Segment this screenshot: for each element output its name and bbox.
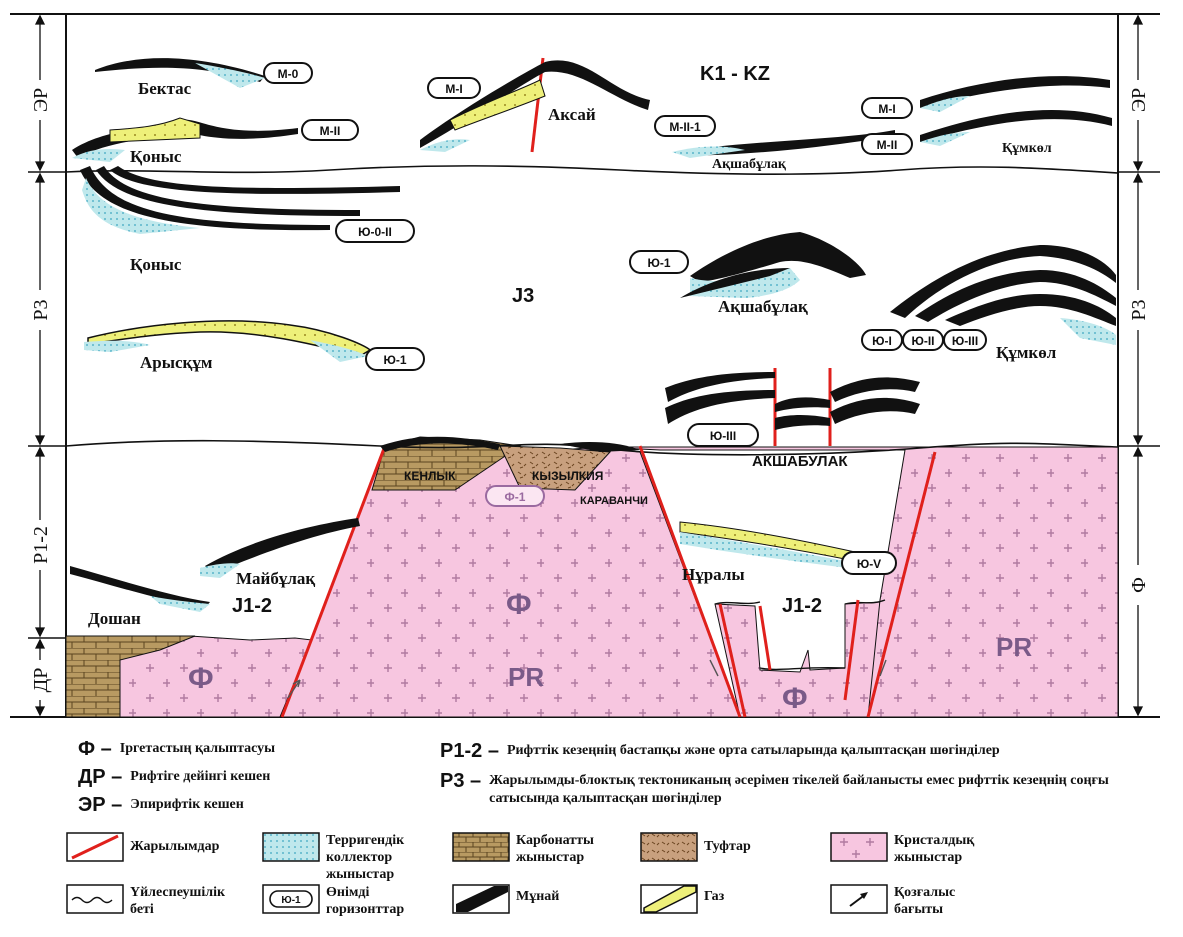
- field-label-akshabulak-caps: АКШАБУЛАК: [752, 453, 848, 470]
- legend-key-faults: Жарылымдар: [66, 832, 219, 862]
- movement-direction-icon: [830, 884, 888, 914]
- legend-def-p12: P1-2 – Рифттік кезеңнің бастапқы және ор…: [440, 740, 1160, 763]
- legend-key-carbonate: Карбонатты жыныстар: [452, 832, 622, 866]
- horizon-m1-aksai: М-I: [428, 78, 480, 98]
- basement-label-pr-center: PR: [508, 662, 544, 692]
- field-label-kumkol-upper: Құмкөл: [1002, 141, 1052, 156]
- legend-key-gas: Газ: [640, 884, 724, 914]
- legend-key-terrigenous: Терригендік коллектор жыныстар: [262, 832, 432, 883]
- field-label-nuraly: Нұралы: [682, 565, 745, 584]
- svg-text:Ю-0-II: Ю-0-II: [358, 225, 392, 239]
- tuff-icon: [640, 832, 698, 862]
- horizon-u1-aryskum: Ю-1: [366, 348, 424, 370]
- unconformity-surface-icon: [66, 884, 124, 914]
- crystalline-rock-icon: [830, 832, 888, 862]
- svg-text:Ю-III: Ю-III: [710, 429, 736, 443]
- side-label-left-mid: P3: [30, 299, 52, 320]
- gas-icon: [640, 884, 698, 914]
- field-label-dosan: Дошан: [88, 609, 141, 628]
- field-label-kenlyk: КЕНЛЫК: [404, 469, 456, 483]
- svg-text:Ю-1: Ю-1: [647, 256, 670, 270]
- field-label-aryskum: Арысқұм: [140, 353, 213, 372]
- age-label-middle: J3: [512, 285, 534, 307]
- side-label-right-top: ЭР: [1128, 88, 1150, 112]
- svg-text:М-II: М-II: [877, 138, 898, 152]
- field-label-aksai: Аксай: [548, 105, 596, 124]
- field-label-konys-mid: Қоныс: [130, 255, 182, 274]
- horizon-u1-kumkol: Ю-I: [862, 330, 902, 350]
- middle-zone-bodies: [80, 166, 1116, 430]
- horizon-u1-akshabulak: Ю-1: [630, 251, 688, 273]
- svg-text:Ф-1: Ф-1: [505, 490, 526, 504]
- horizon-u3-kumkol: Ю-III: [944, 330, 986, 350]
- horizon-m2-konys: М-II: [302, 120, 358, 140]
- side-label-left-bottom: ДР: [30, 668, 52, 693]
- svg-text:М-II-1: М-II-1: [669, 120, 701, 134]
- left-age-scale: [36, 16, 44, 715]
- field-label-karavanchi: КАРАВАНЧИ: [580, 495, 648, 507]
- svg-text:М-I: М-I: [878, 102, 895, 116]
- horizon-f1: Ф-1: [486, 486, 544, 506]
- geological-cross-section: ЭР P3 P1-2 ДР ЭР P3 Ф: [0, 0, 1183, 730]
- field-label-kyzylkiya: КЫЗЫЛКИЯ: [532, 469, 603, 483]
- basement-label-f-left: Ф: [188, 662, 214, 695]
- svg-text:Ю-1: Ю-1: [281, 895, 301, 906]
- age-label-lower-left: J1-2: [232, 595, 272, 617]
- side-label-right-mid: P3: [1128, 299, 1150, 320]
- svg-text:М-0: М-0: [278, 67, 299, 81]
- side-label-left-top: ЭР: [30, 88, 52, 112]
- terrigenous-reservoir-icon: [262, 832, 320, 862]
- productive-horizon-icon: Ю-1: [262, 884, 320, 914]
- basement-label-pr-right: PR: [996, 632, 1032, 662]
- field-label-maibulak: Майбұлақ: [236, 569, 315, 588]
- horizon-u0-2: Ю-0-II: [336, 220, 414, 242]
- age-label-upper: K1 - KZ: [700, 63, 770, 85]
- basement-label-f-center: Ф: [506, 588, 532, 621]
- svg-text:Ю-II: Ю-II: [911, 334, 934, 348]
- side-label-left-low: P1-2: [30, 526, 52, 564]
- legend-key-unconformity: Үйлеспеушілік беті: [66, 884, 246, 918]
- oil-icon: [452, 884, 510, 914]
- side-label-right-low: Ф: [1128, 577, 1150, 593]
- svg-text:Ю-I: Ю-I: [872, 334, 892, 348]
- horizon-u2-kumkol: Ю-II: [903, 330, 943, 350]
- right-age-scale: [1134, 16, 1142, 715]
- horizon-m2-kumkol: М-II: [862, 134, 912, 154]
- horizon-m0: М-0: [264, 63, 312, 83]
- svg-text:Ю-V: Ю-V: [857, 557, 881, 571]
- horizon-u3-akshabulak: Ю-III: [688, 424, 758, 446]
- fault-line-icon: [66, 832, 124, 862]
- horizon-m2-1: М-II-1: [655, 116, 715, 136]
- svg-text:М-I: М-I: [445, 82, 462, 96]
- legend-key-tuff: Туфтар: [640, 832, 751, 862]
- field-label-akshabulak-mid: Ақшабұлақ: [718, 297, 808, 316]
- svg-text:Ю-III: Ю-III: [952, 334, 978, 348]
- legend-def-er: ЭР – Эпирифтік кешен: [78, 794, 244, 817]
- legend: Ф – Іргетастың қалыптасуы ДР – Рифтіге д…: [0, 730, 1183, 937]
- legend-key-oil: Мұнай: [452, 884, 559, 914]
- field-label-bektas: Бектас: [138, 79, 192, 98]
- field-label-kumkol-mid: Құмкөл: [996, 343, 1057, 362]
- legend-def-dr: ДР – Рифтіге дейінгі кешен: [78, 766, 270, 789]
- age-label-lower-right: J1-2: [782, 595, 822, 617]
- unconformity-upper: [66, 166, 1118, 174]
- field-label-konys-upper: Қоныс: [130, 147, 182, 166]
- legend-key-productive: Ю-1 Өнімді горизонттар: [262, 884, 442, 918]
- field-label-akshabulak-upper: Ақшабұлақ: [712, 157, 787, 172]
- horizon-u5: Ю-V: [842, 552, 896, 574]
- legend-key-movement: Қозғалыс бағыты: [830, 884, 1030, 918]
- basement-label-f-graben: Ф: [782, 682, 808, 715]
- legend-def-p3: P3 – Жарылымды-блоктық тектониканың әсер…: [440, 770, 1140, 808]
- svg-text:Ю-1: Ю-1: [383, 353, 406, 367]
- carbonate-rock-icon: [452, 832, 510, 862]
- legend-def-f: Ф – Іргетастың қалыптасуы: [78, 738, 275, 761]
- horizon-m1-kumkol: М-I: [862, 98, 912, 118]
- legend-key-crystalline: Кристалдық жыныстар: [830, 832, 1030, 866]
- svg-text:М-II: М-II: [320, 124, 341, 138]
